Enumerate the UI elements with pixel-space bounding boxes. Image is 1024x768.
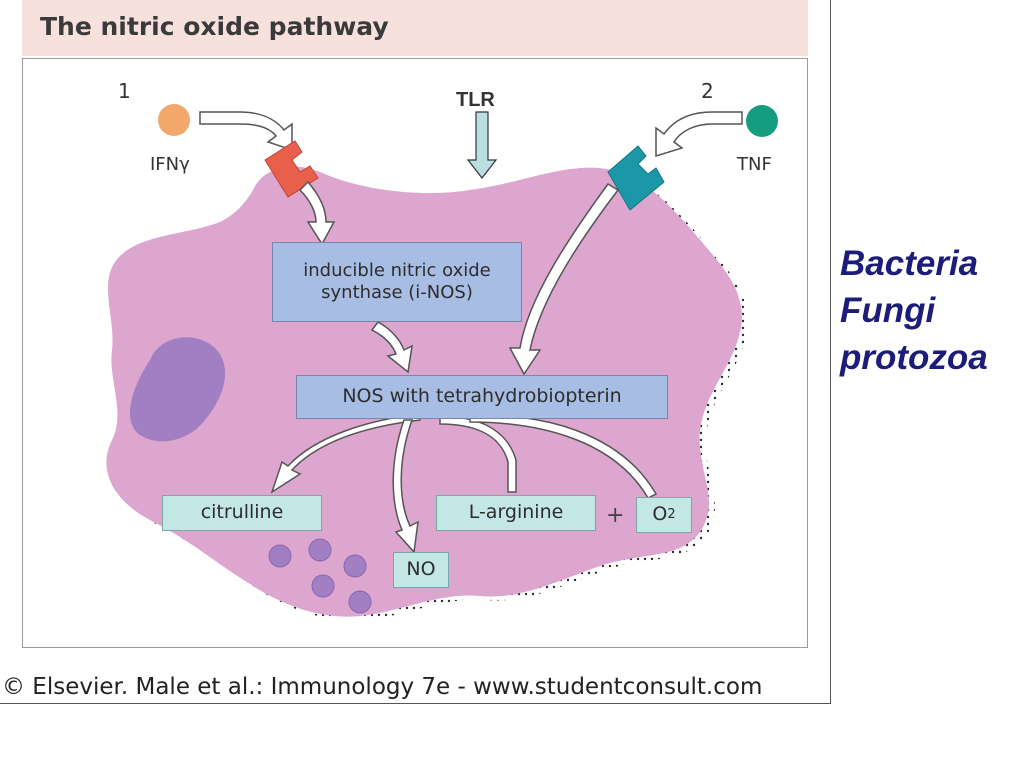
ifn-gamma-ligand: [158, 104, 190, 136]
nos-box: NOS with tetrahydrobiopterin: [296, 375, 668, 419]
tnf-label: TNF: [736, 154, 772, 175]
citrulline-box: citrulline: [162, 495, 322, 531]
tlr-arrow: [466, 111, 498, 179]
ifn-gamma-label: IFNγ: [150, 154, 190, 175]
title-band: [22, 0, 808, 56]
pathogen-fungi: Fungi: [840, 291, 936, 330]
oxygen-subscript: 2: [667, 506, 676, 522]
nos-to-no-arrow: [392, 419, 419, 554]
oxygen-symbol: O: [652, 503, 668, 526]
inos-line-1: inducible nitric oxide: [303, 259, 491, 281]
pathogen-list: Bacteria Fungi protozoa: [840, 240, 988, 381]
tnf-ligand: [746, 105, 778, 137]
tnf-receptor: [607, 145, 665, 211]
ifn-to-inos-arrow: [298, 180, 336, 246]
l-arginine-box: L-arginine: [436, 495, 596, 531]
inos-box: inducible nitric oxide synthase (i-NOS): [272, 242, 522, 322]
step-1-label: 1: [118, 79, 131, 103]
tnf-to-nos-arrow: [508, 183, 620, 376]
nitric-oxide-box: NO: [393, 552, 449, 588]
ifn-receptor: [264, 140, 319, 198]
pathway-diagram: 1 2 IFNγ TNF TLR: [106, 79, 778, 621]
figure: The nitric oxide pathway 1 2 IFNγ TNF: [0, 0, 831, 704]
figure-title: The nitric oxide pathway: [40, 12, 389, 41]
pathogen-bacteria: Bacteria: [840, 244, 979, 283]
vesicle-cluster: [268, 538, 372, 614]
plus-sign: +: [606, 503, 625, 528]
ifn-binding-arrow: [199, 111, 293, 152]
inos-to-nos-arrow: [370, 321, 413, 374]
copyright-line: © Elsevier. Male et al.: Immunology 7e -…: [2, 674, 763, 700]
tnf-binding-arrow: [655, 111, 743, 158]
pathogen-protozoa: protozoa: [840, 338, 988, 377]
step-2-label: 2: [701, 79, 714, 103]
tlr-label: TLR: [456, 89, 495, 111]
inos-line-2: synthase (i-NOS): [321, 282, 473, 303]
nucleus: [129, 337, 226, 442]
